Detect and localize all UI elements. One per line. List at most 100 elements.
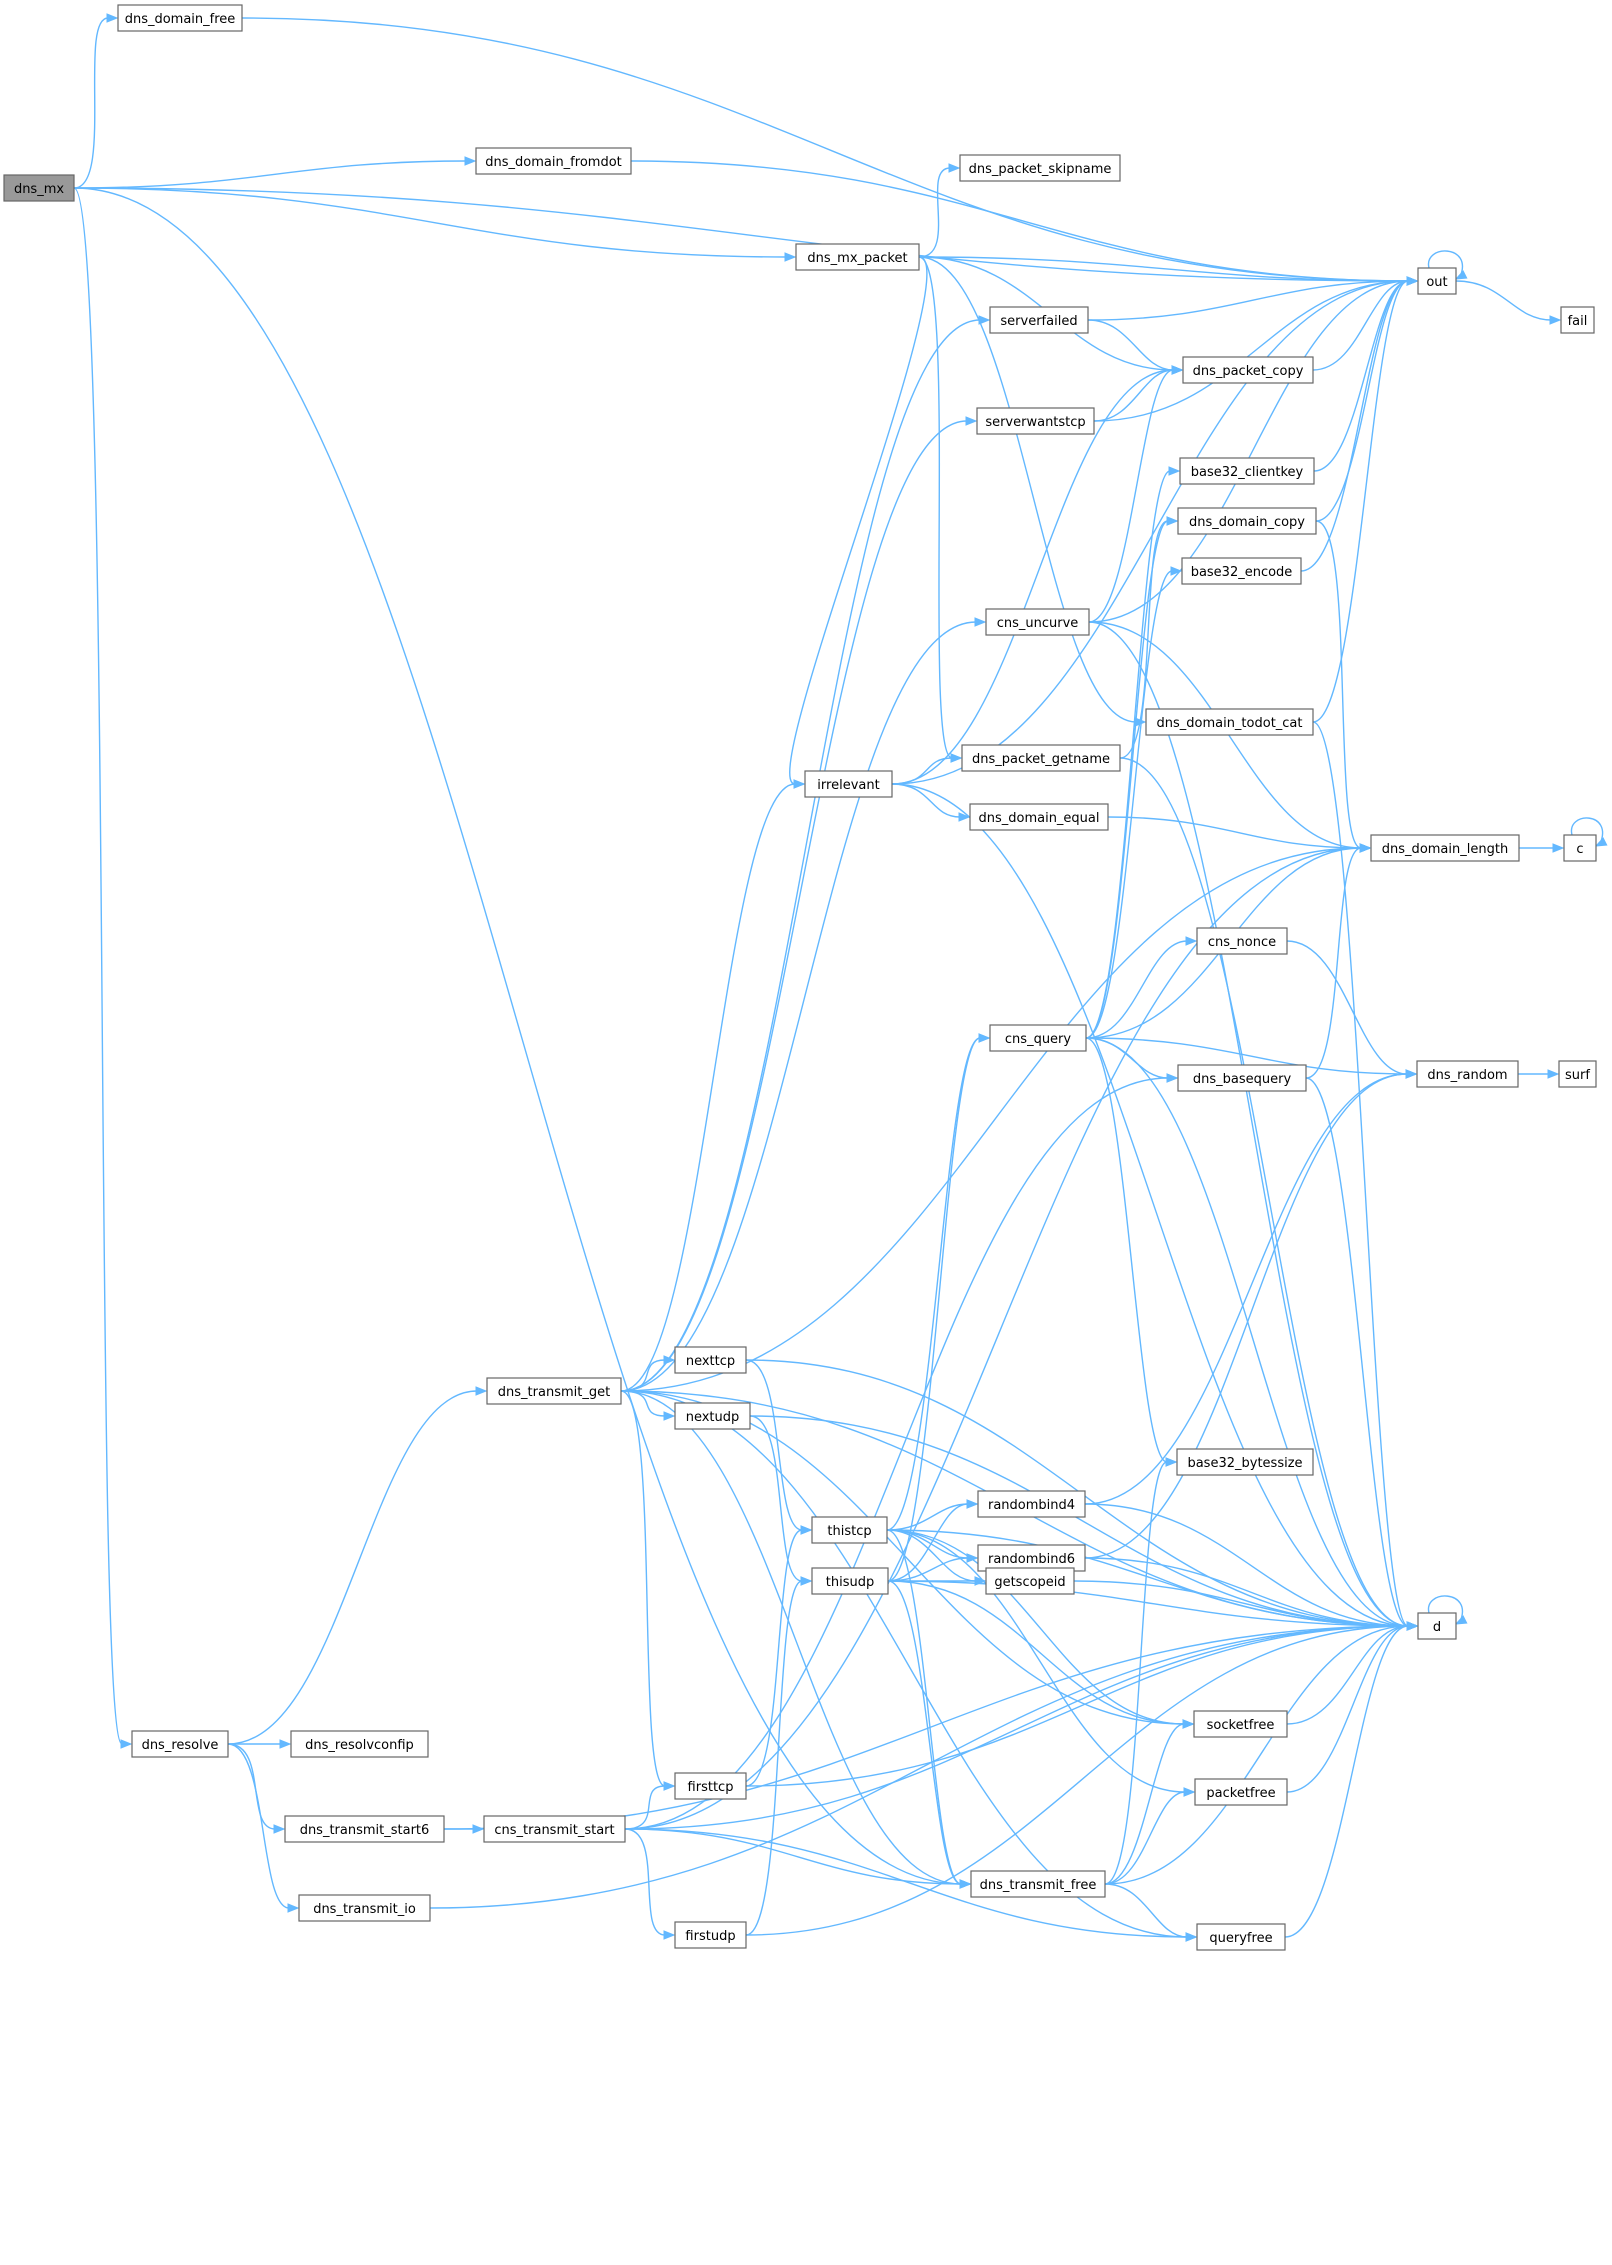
node-nexttcp[interactable]: nexttcp bbox=[674, 1346, 747, 1374]
edge-line bbox=[624, 1828, 962, 1885]
edge-line bbox=[887, 1557, 969, 1582]
edge-arrowhead bbox=[1406, 1621, 1419, 1631]
node-dns_transmit_free[interactable]: dns_transmit_free bbox=[970, 1870, 1106, 1898]
node-irrelevant[interactable]: irrelevant bbox=[804, 770, 893, 798]
node-firsttcp[interactable]: firsttcp bbox=[674, 1772, 747, 1800]
edge-line bbox=[630, 160, 1409, 282]
node-surf[interactable]: surf bbox=[1558, 1060, 1597, 1088]
edge-arrowhead bbox=[1165, 1457, 1178, 1467]
edge-firsttcp-to-d bbox=[745, 1621, 1419, 1787]
edge-line bbox=[886, 1529, 1186, 1793]
node-dns_resolvconfip[interactable]: dns_resolvconfip bbox=[290, 1730, 429, 1758]
node-queryfree[interactable]: queryfree bbox=[1196, 1923, 1286, 1951]
node-nextudp[interactable]: nextudp bbox=[674, 1402, 751, 1430]
node-box bbox=[977, 1490, 1086, 1518]
node-base32_clientkey[interactable]: base32_clientkey bbox=[1179, 457, 1315, 485]
node-cns_query[interactable]: cns_query bbox=[989, 1024, 1087, 1052]
edge-line bbox=[1104, 1791, 1186, 1885]
node-c[interactable]: c bbox=[1563, 834, 1597, 862]
edge-line bbox=[887, 1503, 969, 1582]
edge-arrowhead bbox=[784, 252, 797, 262]
edge-line bbox=[1093, 280, 1409, 422]
edge-line bbox=[227, 1390, 478, 1745]
node-dns_packet_getname[interactable]: dns_packet_getname bbox=[961, 744, 1121, 772]
edge-dns_transmit_get-to-nexttcp bbox=[620, 1355, 676, 1392]
edge-line bbox=[891, 757, 953, 785]
node-box bbox=[674, 1772, 747, 1800]
node-cns_uncurve[interactable]: cns_uncurve bbox=[985, 608, 1090, 636]
node-dns_packet_copy[interactable]: dns_packet_copy bbox=[1182, 356, 1314, 384]
node-thisudp[interactable]: thisudp bbox=[811, 1567, 889, 1595]
node-label: d bbox=[1433, 1620, 1441, 1635]
node-dns_domain_length[interactable]: dns_domain_length bbox=[1370, 834, 1520, 862]
node-dns_transmit_io[interactable]: dns_transmit_io bbox=[298, 1894, 431, 1922]
node-socketfree[interactable]: socketfree bbox=[1193, 1710, 1288, 1738]
edge-line bbox=[1087, 280, 1409, 321]
edge-line bbox=[1085, 940, 1188, 1039]
node-getscopeid[interactable]: getscopeid bbox=[985, 1567, 1075, 1595]
node-dns_transmit_get[interactable]: dns_transmit_get bbox=[486, 1377, 622, 1405]
node-dns_transmit_start6[interactable]: dns_transmit_start6 bbox=[284, 1815, 445, 1843]
node-dns_domain_todot_cat[interactable]: dns_domain_todot_cat bbox=[1145, 708, 1314, 736]
node-dns_mx_packet[interactable]: dns_mx_packet bbox=[795, 243, 920, 271]
node-box bbox=[298, 1894, 431, 1922]
edge-line bbox=[1570, 817, 1604, 845]
edge-line bbox=[73, 187, 123, 1745]
node-fail[interactable]: fail bbox=[1560, 306, 1595, 334]
node-label: serverfailed bbox=[1000, 314, 1077, 329]
edge-line bbox=[620, 1390, 962, 1885]
node-dns_packet_skipname[interactable]: dns_packet_skipname bbox=[959, 154, 1121, 182]
node-label: dns_domain_todot_cat bbox=[1156, 716, 1302, 731]
edge-dns_resolve-to-dns_transmit_start6 bbox=[227, 1743, 286, 1834]
edge-dns_transmit_free-to-queryfree bbox=[1104, 1883, 1198, 1942]
node-box bbox=[804, 770, 893, 798]
node-dns_mx[interactable]: dns_mx bbox=[3, 174, 75, 202]
edge-line bbox=[1455, 280, 1552, 321]
edge-line bbox=[1286, 940, 1408, 1075]
edge-dns_mx-to-dns_domain_fromdot bbox=[73, 156, 477, 189]
edge-out-to-fail bbox=[1455, 280, 1562, 325]
node-d[interactable]: d bbox=[1417, 1612, 1457, 1640]
edge-arrowhead bbox=[120, 1739, 133, 1749]
node-dns_resolve[interactable]: dns_resolve bbox=[131, 1730, 229, 1758]
node-box bbox=[959, 154, 1121, 182]
edge-line bbox=[1284, 1625, 1409, 1938]
node-out[interactable]: out bbox=[1417, 267, 1457, 295]
node-dns_domain_equal[interactable]: dns_domain_equal bbox=[969, 803, 1109, 831]
node-firstudp[interactable]: firstudp bbox=[674, 1921, 747, 1949]
edge-line bbox=[887, 1580, 1185, 1725]
node-thistcp[interactable]: thistcp bbox=[811, 1516, 888, 1544]
edge-line bbox=[1313, 280, 1409, 472]
edge-line bbox=[918, 256, 1137, 723]
edge-arrowhead bbox=[966, 1553, 979, 1563]
edge-cns_transmit_start-to-dns_domain_length bbox=[624, 843, 1372, 1830]
node-label: dns_domain_length bbox=[1382, 842, 1508, 857]
node-label: irrelevant bbox=[817, 778, 879, 793]
edge-line bbox=[620, 1390, 666, 1787]
edge-line bbox=[227, 1743, 290, 1909]
edge-serverfailed-to-out bbox=[1087, 276, 1419, 321]
node-randombind4[interactable]: randombind4 bbox=[977, 1490, 1086, 1518]
edge-cns_transmit_start-to-dns_basequery bbox=[624, 1073, 1179, 1830]
node-base32_bytessize[interactable]: base32_bytessize bbox=[1176, 1448, 1314, 1476]
edge-line bbox=[1315, 280, 1409, 522]
edge-line bbox=[620, 1390, 1188, 1938]
node-dns_random[interactable]: dns_random bbox=[1416, 1060, 1519, 1088]
node-dns_basequery[interactable]: dns_basequery bbox=[1177, 1064, 1307, 1092]
node-cns_nonce[interactable]: cns_nonce bbox=[1196, 927, 1288, 955]
node-dns_domain_free[interactable]: dns_domain_free bbox=[117, 4, 243, 32]
node-serverwantstcp[interactable]: serverwantstcp bbox=[976, 407, 1095, 435]
node-serverfailed[interactable]: serverfailed bbox=[989, 306, 1089, 334]
edge-arrowhead bbox=[663, 1781, 676, 1791]
node-box bbox=[970, 1870, 1106, 1898]
node-box bbox=[674, 1921, 747, 1949]
node-box bbox=[117, 4, 243, 32]
node-randombind6[interactable]: randombind6 bbox=[977, 1544, 1086, 1572]
edge-line bbox=[1427, 250, 1463, 278]
node-base32_encode[interactable]: base32_encode bbox=[1181, 557, 1302, 585]
node-dns_domain_copy[interactable]: dns_domain_copy bbox=[1177, 507, 1317, 535]
node-cns_transmit_start[interactable]: cns_transmit_start bbox=[483, 1815, 626, 1843]
node-packetfree[interactable]: packetfree bbox=[1194, 1778, 1288, 1806]
edge-cns_transmit_start-to-firstudp bbox=[624, 1828, 676, 1940]
node-dns_domain_fromdot[interactable]: dns_domain_fromdot bbox=[475, 147, 632, 175]
